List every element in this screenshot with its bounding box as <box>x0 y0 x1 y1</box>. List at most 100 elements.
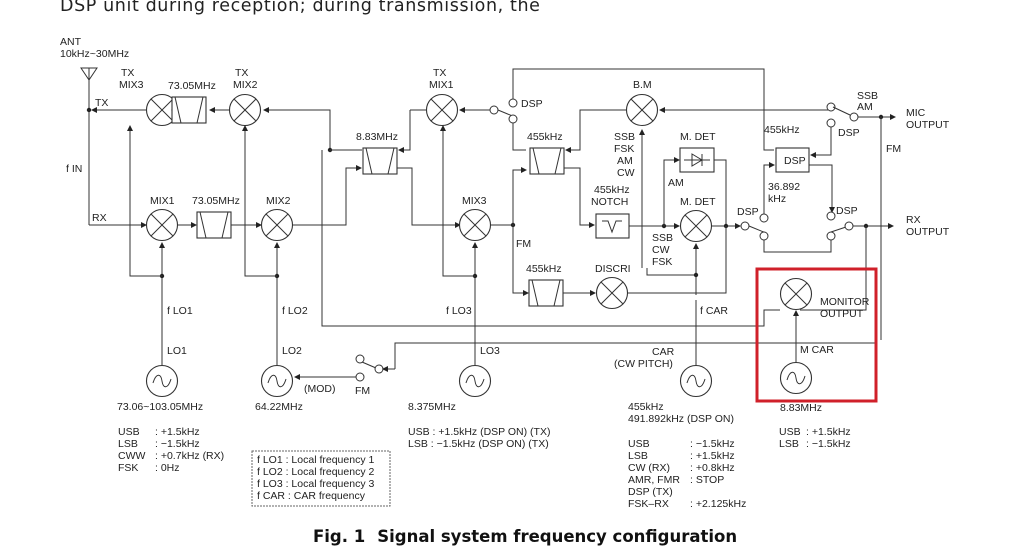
legend-box: f LO1 : Local frequency 1 f LO2 : Local … <box>251 450 391 507</box>
rx-filter-label: 73.05MHz <box>192 195 240 207</box>
mcar-oscillator <box>779 361 813 395</box>
figure-number: Fig. 1 <box>313 527 366 546</box>
fcar-label: f CAR <box>700 305 728 317</box>
lo2-name: LO2 <box>282 345 302 357</box>
mod-label: (MOD) <box>304 383 336 395</box>
dsp-out-label-2: kHz <box>768 193 786 205</box>
mode-top-cw: CW <box>617 167 635 179</box>
car-note-lsb-value: : +1.5kHz <box>690 450 735 462</box>
lo1-oscillator <box>145 364 179 398</box>
mic-ssb-am-switch <box>826 102 859 128</box>
antenna-range: 10kHz~30MHz <box>60 48 129 60</box>
lo3-note-usb: USB : +1.5kHz (DSP ON) (TX) <box>408 426 550 438</box>
dsp-tx-switch-label: DSP <box>521 98 543 110</box>
mix3-mixer <box>458 208 492 242</box>
mcar-name: M CAR <box>800 344 834 356</box>
dsp-rx-out-label: DSP <box>836 205 858 217</box>
bm-mixer <box>625 93 659 127</box>
car-note-lsb-mode: LSB <box>628 450 648 462</box>
lo1-notes: USB: +1.5kHz LSB: −1.5kHz CWW: +0.7kHz (… <box>118 426 224 474</box>
tx-filter-73mhz <box>171 96 207 124</box>
tx-mix2-mixer <box>228 93 262 127</box>
car-frequency-1: 455kHz <box>628 401 664 413</box>
lo2-oscillator <box>260 364 294 398</box>
ssb-label: SSB <box>857 90 878 102</box>
lo2-frequency: 64.22MHz <box>255 401 303 413</box>
car-oscillator <box>679 364 713 398</box>
dsp-rx-in-switch <box>740 213 769 241</box>
mdet-mixer-label: M. DET <box>680 196 716 208</box>
monitor-highlight-box <box>755 267 878 403</box>
filter-455-fm-label: 455kHz <box>526 263 562 275</box>
mdet-diode <box>679 147 715 173</box>
tx-mix1-mixer <box>425 93 459 127</box>
antenna-label: ANT <box>60 36 82 48</box>
flo1-label: f LO1 <box>167 305 193 317</box>
car-note-cw-mode: CW (RX) <box>628 462 670 474</box>
car-name-2: (CW PITCH) <box>614 358 673 370</box>
if-filter-883mhz <box>362 147 398 175</box>
lo1-frequency: 73.06~103.05MHz <box>117 401 203 413</box>
monitor-label-1: MONITOR <box>820 296 870 308</box>
am-label: AM <box>668 177 684 189</box>
monitor-label-2: OUTPUT <box>820 308 864 320</box>
mode-bottom-fsk: FSK <box>652 256 672 268</box>
fm-mid-label: FM <box>516 238 531 250</box>
tx-mix3-label-1: TX <box>121 67 134 79</box>
dsp-block-label: DSP <box>784 155 806 167</box>
mode-top-fsk: FSK <box>614 143 634 155</box>
mode-top-am: AM <box>617 155 633 167</box>
tx-mix2-label-1: TX <box>235 67 248 79</box>
mix2-label: MIX2 <box>266 195 291 207</box>
mcar-frequency: 8.83MHz <box>780 402 822 414</box>
fm-mod-switch <box>355 354 384 382</box>
notch-label-1: 455kHz <box>594 184 630 196</box>
car-name-1: CAR <box>652 346 675 358</box>
flo3-label: f LO3 <box>446 305 472 317</box>
legend-item-fcar: f CAR : CAR frequency <box>257 490 366 502</box>
lo1-note-fsk-mode: FSK <box>118 462 138 474</box>
antenna-icon <box>80 67 98 81</box>
lo1-note-usb-mode: USB <box>118 426 140 438</box>
rx-filter-73mhz <box>196 211 232 239</box>
lo1-name: LO1 <box>167 345 187 357</box>
bm-label: B.M <box>633 79 652 91</box>
mode-bottom-ssb: SSB <box>652 232 673 244</box>
rx-output-label-1: RX <box>906 214 921 226</box>
lo1-note-fsk-value: : 0Hz <box>155 462 180 474</box>
mic-output-label-2: OUTPUT <box>906 119 950 131</box>
rx-label: RX <box>92 212 107 224</box>
tx-mix1-label-1: TX <box>433 67 446 79</box>
tx-label: TX <box>95 97 108 109</box>
am-mic-label: AM <box>857 101 873 113</box>
car-note-fsk-value: : +2.125kHz <box>690 498 746 510</box>
filter-455khz-top <box>529 147 565 175</box>
dsp-out-label-1: 36.892 <box>768 181 800 193</box>
lo3-notes: USB : +1.5kHz (DSP ON) (TX) LSB : −1.5kH… <box>408 426 550 450</box>
fm-mod-label: FM <box>355 385 370 397</box>
flo2-label: f LO2 <box>282 305 308 317</box>
discri-label: DISCRI <box>595 263 631 275</box>
lo1-note-lsb-value: : −1.5kHz <box>155 438 200 450</box>
notch-label-2: NOTCH <box>591 196 628 208</box>
discri-mixer <box>595 276 629 310</box>
lo1-note-cww-mode: CWW <box>118 450 145 462</box>
lo3-frequency: 8.375MHz <box>408 401 456 413</box>
tx-filter-label: 73.05MHz <box>168 80 216 92</box>
dsp-tx-switch <box>489 98 518 124</box>
lo1-note-lsb-mode: LSB <box>118 438 138 450</box>
intro-text: DSP unit during reception; during transm… <box>60 0 541 16</box>
filter-455-top-label: 455kHz <box>527 131 563 143</box>
fin-label: f IN <box>66 163 82 175</box>
tx-mix2-label-2: MIX2 <box>233 79 258 91</box>
mix2-mixer <box>260 208 294 242</box>
mic-output-label-1: MIC <box>906 107 926 119</box>
mode-top-ssb: SSB <box>614 131 635 143</box>
mix3-label: MIX3 <box>462 195 487 207</box>
mcar-note-lsb-value: : −1.5kHz <box>806 438 851 450</box>
car-note-dsp-mode: DSP (TX) <box>628 486 673 498</box>
car-note-amr-value: : STOP <box>690 474 724 486</box>
lo3-oscillator <box>458 364 492 398</box>
mix1-label: MIX1 <box>150 195 175 207</box>
